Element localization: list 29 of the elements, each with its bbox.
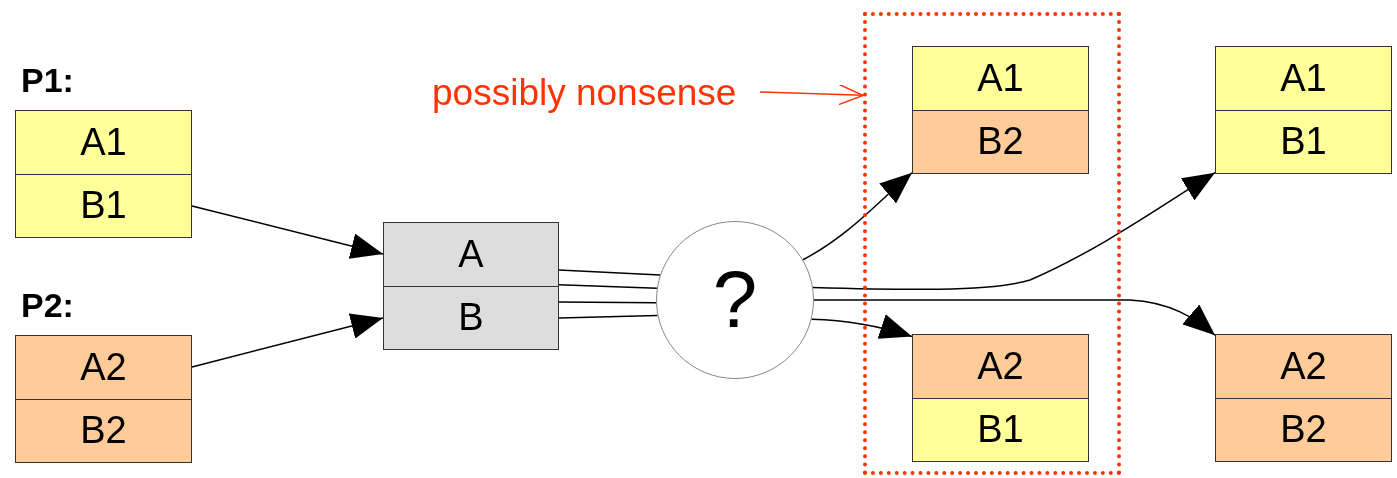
field-label: B xyxy=(384,285,558,349)
field-label: A2 xyxy=(1216,335,1391,398)
field-label: A xyxy=(384,223,558,286)
arrow xyxy=(810,314,913,340)
field-label: B1 xyxy=(1216,109,1391,173)
arrow xyxy=(813,299,1216,337)
field-label: B1 xyxy=(913,397,1088,461)
field-label: A1 xyxy=(1216,47,1391,110)
field-label: B1 xyxy=(16,173,191,237)
node-heading: P1: xyxy=(20,60,75,101)
field-label: A2 xyxy=(16,336,191,399)
annotation-text: possibly nonsense xyxy=(432,73,737,111)
field-label: B2 xyxy=(913,109,1088,173)
field-label: A1 xyxy=(913,47,1088,110)
field-label: B2 xyxy=(1216,397,1391,461)
arrow xyxy=(191,205,384,259)
field-label: B2 xyxy=(16,398,191,462)
arrow xyxy=(191,313,384,368)
field-label: A1 xyxy=(16,111,191,174)
connector-line xyxy=(558,283,658,290)
connector-line xyxy=(558,269,661,276)
arrow xyxy=(802,171,913,261)
field-label: A2 xyxy=(913,335,1088,398)
connector-line xyxy=(558,301,657,304)
connector-line xyxy=(558,314,659,319)
node-heading: P2: xyxy=(20,285,75,326)
question-mark: ? xyxy=(712,260,758,340)
arrow xyxy=(812,171,1216,291)
arrow xyxy=(759,83,864,106)
